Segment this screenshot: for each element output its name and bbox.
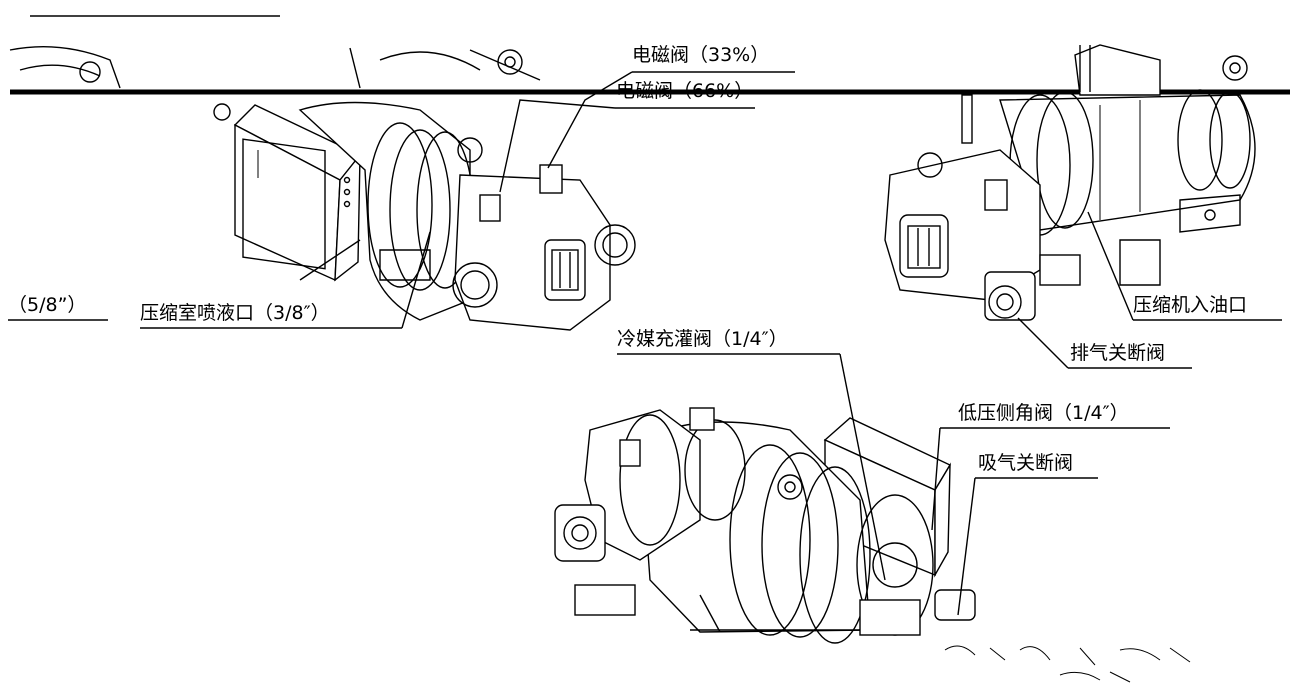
label-solenoid-33: 电磁阀（33%） (632, 44, 770, 66)
label-discharge-valve: 排气关断阀 (1070, 342, 1166, 364)
label-refrigerant-valve: 冷媒充灌阀（1/4″） (617, 328, 788, 350)
label-liquid-injection: 压缩室喷液口（3/8″） (140, 302, 330, 324)
leader-lines (8, 71, 1282, 616)
scan-noise (944, 645, 1191, 683)
right-compressor (884, 44, 1256, 321)
label-pipe-5-8: （5/8”） (8, 294, 87, 316)
label-low-side-valve: 低压侧角阀（1/4″） (958, 402, 1129, 424)
label-suction-valve: 吸气关断阀 (978, 452, 1074, 474)
label-oil-inlet: 压缩机入油口 (1133, 294, 1248, 316)
label-solenoid-66: 电磁阀（66%） (616, 80, 754, 102)
bottom-compressor (554, 407, 976, 644)
top-left-fragment (9, 45, 541, 89)
left-compressor (213, 101, 636, 331)
